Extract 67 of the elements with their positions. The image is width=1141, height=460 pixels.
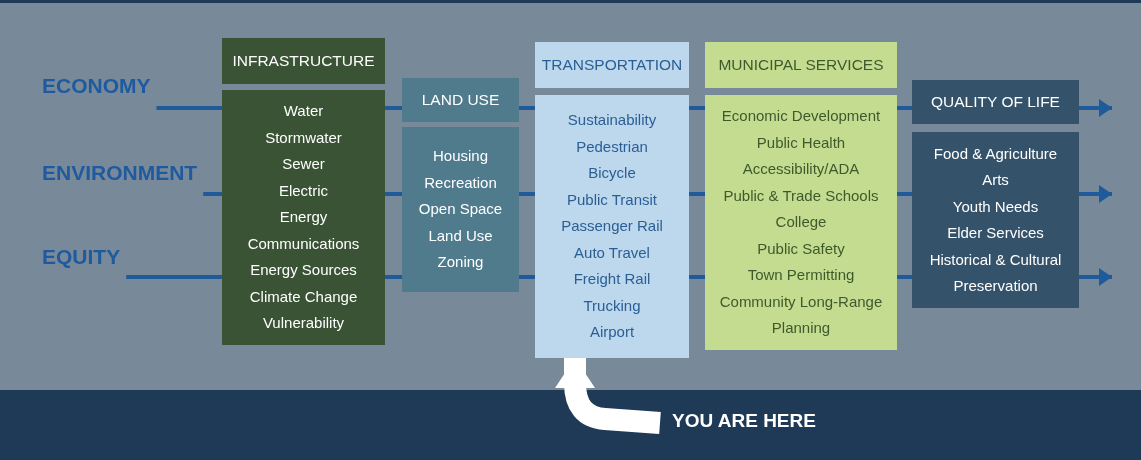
list-item: Town Permitting xyxy=(747,265,855,286)
column-header: QUALITY OF LIFE xyxy=(912,80,1079,124)
connector-line xyxy=(385,275,402,279)
callout-text: YOU ARE HERE xyxy=(672,406,816,436)
connector-line xyxy=(156,106,222,110)
list-item: Pedestrian xyxy=(576,136,648,157)
connector-line xyxy=(519,106,535,110)
list-item: Energy xyxy=(279,207,328,228)
list-item: Airport xyxy=(589,322,635,343)
list-item: Electric xyxy=(278,180,329,201)
row-label: ECONOMY xyxy=(42,74,151,98)
list-item: Energy Sources xyxy=(250,260,357,281)
column-header: LAND USE xyxy=(402,78,519,122)
list-item: Water xyxy=(283,101,324,122)
list-item: Public Transit xyxy=(566,189,657,210)
arrow xyxy=(1079,268,1112,286)
row-label: EQUITY xyxy=(42,245,121,269)
list-item: Food & Agriculture xyxy=(933,143,1058,164)
column-header: MUNICIPAL SERVICES xyxy=(705,42,897,88)
column-box xyxy=(222,90,385,345)
list-item: Communications xyxy=(247,233,360,254)
list-item: Zoning xyxy=(437,252,484,273)
connector-line xyxy=(203,192,222,196)
list-item: Accessibility/ADA xyxy=(742,159,860,180)
list-item: Sewer xyxy=(282,154,325,175)
connector-line xyxy=(897,192,912,196)
connector-line xyxy=(897,275,912,279)
connector-line xyxy=(126,275,222,279)
connector-line xyxy=(897,106,912,110)
connector-line xyxy=(689,192,705,196)
column-header: INFRASTRUCTURE xyxy=(222,38,385,84)
list-item: Open Space xyxy=(418,199,503,220)
column-box xyxy=(912,132,1079,308)
list-item: Public & Trade Schools xyxy=(723,185,879,206)
connector-line xyxy=(689,106,705,110)
column-header: TRANSPORTATION xyxy=(535,42,689,88)
list-item: Stormwater xyxy=(265,127,342,148)
list-item: Land Use xyxy=(428,225,493,246)
column-box xyxy=(705,95,897,350)
arrow xyxy=(1079,185,1112,203)
connector-line xyxy=(689,275,705,279)
list-item: Auto Travel xyxy=(574,242,650,263)
list-item: Arts xyxy=(982,170,1009,190)
column-box xyxy=(402,127,519,292)
list-item: Public Safety xyxy=(757,238,845,259)
list-item: Freight Rail xyxy=(573,269,651,290)
list-item: Sustainability xyxy=(567,110,657,131)
connector-line xyxy=(519,275,535,279)
list-item: Passenger Rail xyxy=(561,216,663,237)
list-item: Public Health xyxy=(756,132,846,153)
list-item: Economic Development xyxy=(721,106,881,127)
list-item: Youth Needs xyxy=(952,196,1039,217)
list-item: College xyxy=(775,212,827,233)
list-item: Climate Change Vulnerability xyxy=(248,286,359,334)
arrow xyxy=(1079,99,1112,117)
row-label: ENVIRONMENT xyxy=(42,161,198,185)
list-item: Elder Services xyxy=(947,223,1044,243)
list-item: Historical & Cultural Preservation xyxy=(928,249,1063,296)
list-item: Bicycle xyxy=(588,163,636,184)
list-item: Community Long-Range Planning xyxy=(718,291,884,339)
connector-line xyxy=(385,106,402,110)
list-item: Housing xyxy=(432,146,488,167)
connector-line xyxy=(385,192,402,196)
column-box xyxy=(535,95,689,358)
list-item: Trucking xyxy=(583,295,641,316)
connector-line xyxy=(519,192,535,196)
list-item: Recreation xyxy=(424,172,497,193)
